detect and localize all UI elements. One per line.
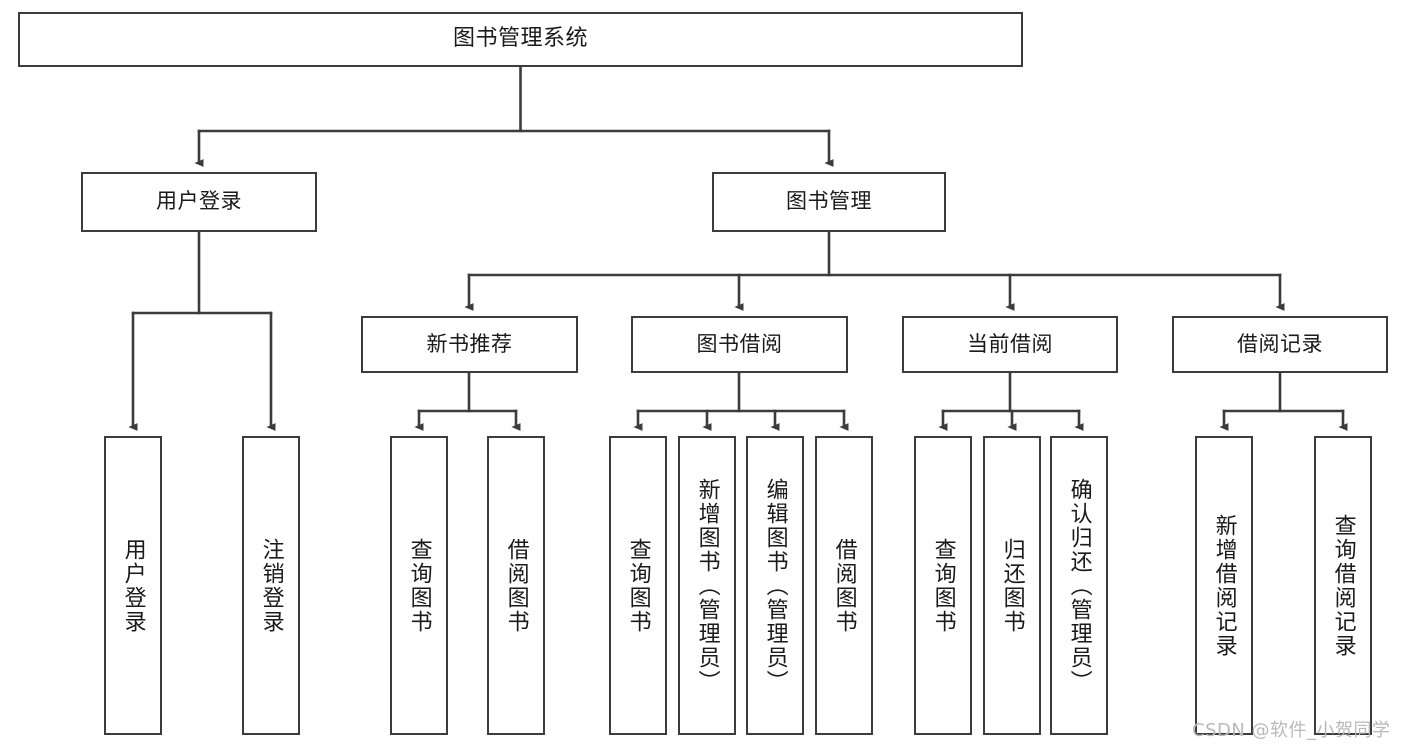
- node-label: 注销登录: [258, 537, 284, 634]
- csdn-watermark: CSDN @软件_小贺同学: [1192, 720, 1391, 741]
- node-label: 图书管理: [786, 189, 872, 214]
- node-label: 图书管理系统: [452, 26, 588, 52]
- node-label: 借阅图书: [503, 537, 529, 634]
- node-label: 借阅图书: [831, 537, 857, 634]
- node-label: 查询图书: [930, 537, 956, 634]
- node-label: 用户登录: [120, 537, 146, 634]
- node-label: 新增借阅记录: [1211, 513, 1237, 658]
- node-label: 查询图书: [625, 537, 651, 634]
- node-label: 图书借阅: [696, 331, 783, 356]
- node-current-borrow[interactable]: 当前借阅: [902, 316, 1118, 373]
- node-label: 查询图书: [406, 537, 432, 634]
- leaf-node[interactable]: 查询借阅记录: [1314, 436, 1372, 735]
- leaf-node[interactable]: 借阅图书: [815, 436, 873, 735]
- node-label: 当前借阅: [967, 331, 1053, 356]
- leaf-node[interactable]: 确认归还（管理员）: [1050, 436, 1108, 735]
- leaf-node[interactable]: 查询图书: [914, 436, 972, 735]
- node-label: 用户登录: [156, 189, 242, 214]
- node-borrow-record[interactable]: 借阅记录: [1172, 316, 1388, 373]
- node-root-system[interactable]: 图书管理系统: [18, 12, 1023, 67]
- leaf-node[interactable]: 借阅图书: [487, 436, 545, 735]
- leaf-node[interactable]: 查询图书: [609, 436, 667, 735]
- leaf-node[interactable]: 查询图书: [390, 436, 448, 735]
- node-label: 归还图书: [999, 537, 1025, 634]
- leaf-node[interactable]: 新增图书（管理员）: [678, 436, 736, 735]
- node-label: 新书推荐: [426, 331, 513, 356]
- node-user-login[interactable]: 用户登录: [81, 172, 317, 232]
- node-new-book-recommend[interactable]: 新书推荐: [361, 316, 578, 373]
- leaf-node[interactable]: 用户登录: [104, 436, 162, 735]
- leaf-node[interactable]: 注销登录: [242, 436, 300, 735]
- node-label: 查询借阅记录: [1330, 513, 1356, 658]
- leaf-node[interactable]: 归还图书: [983, 436, 1041, 735]
- node-label: 编辑图书（管理员）: [762, 477, 788, 694]
- leaf-node[interactable]: 新增借阅记录: [1195, 436, 1253, 735]
- node-book-management[interactable]: 图书管理: [712, 172, 946, 232]
- node-book-borrow[interactable]: 图书借阅: [631, 316, 848, 373]
- leaf-node[interactable]: 编辑图书（管理员）: [746, 436, 804, 735]
- node-label: 借阅记录: [1237, 331, 1323, 356]
- node-label: 确认归还（管理员）: [1066, 477, 1092, 694]
- node-label: 新增图书（管理员）: [694, 477, 720, 694]
